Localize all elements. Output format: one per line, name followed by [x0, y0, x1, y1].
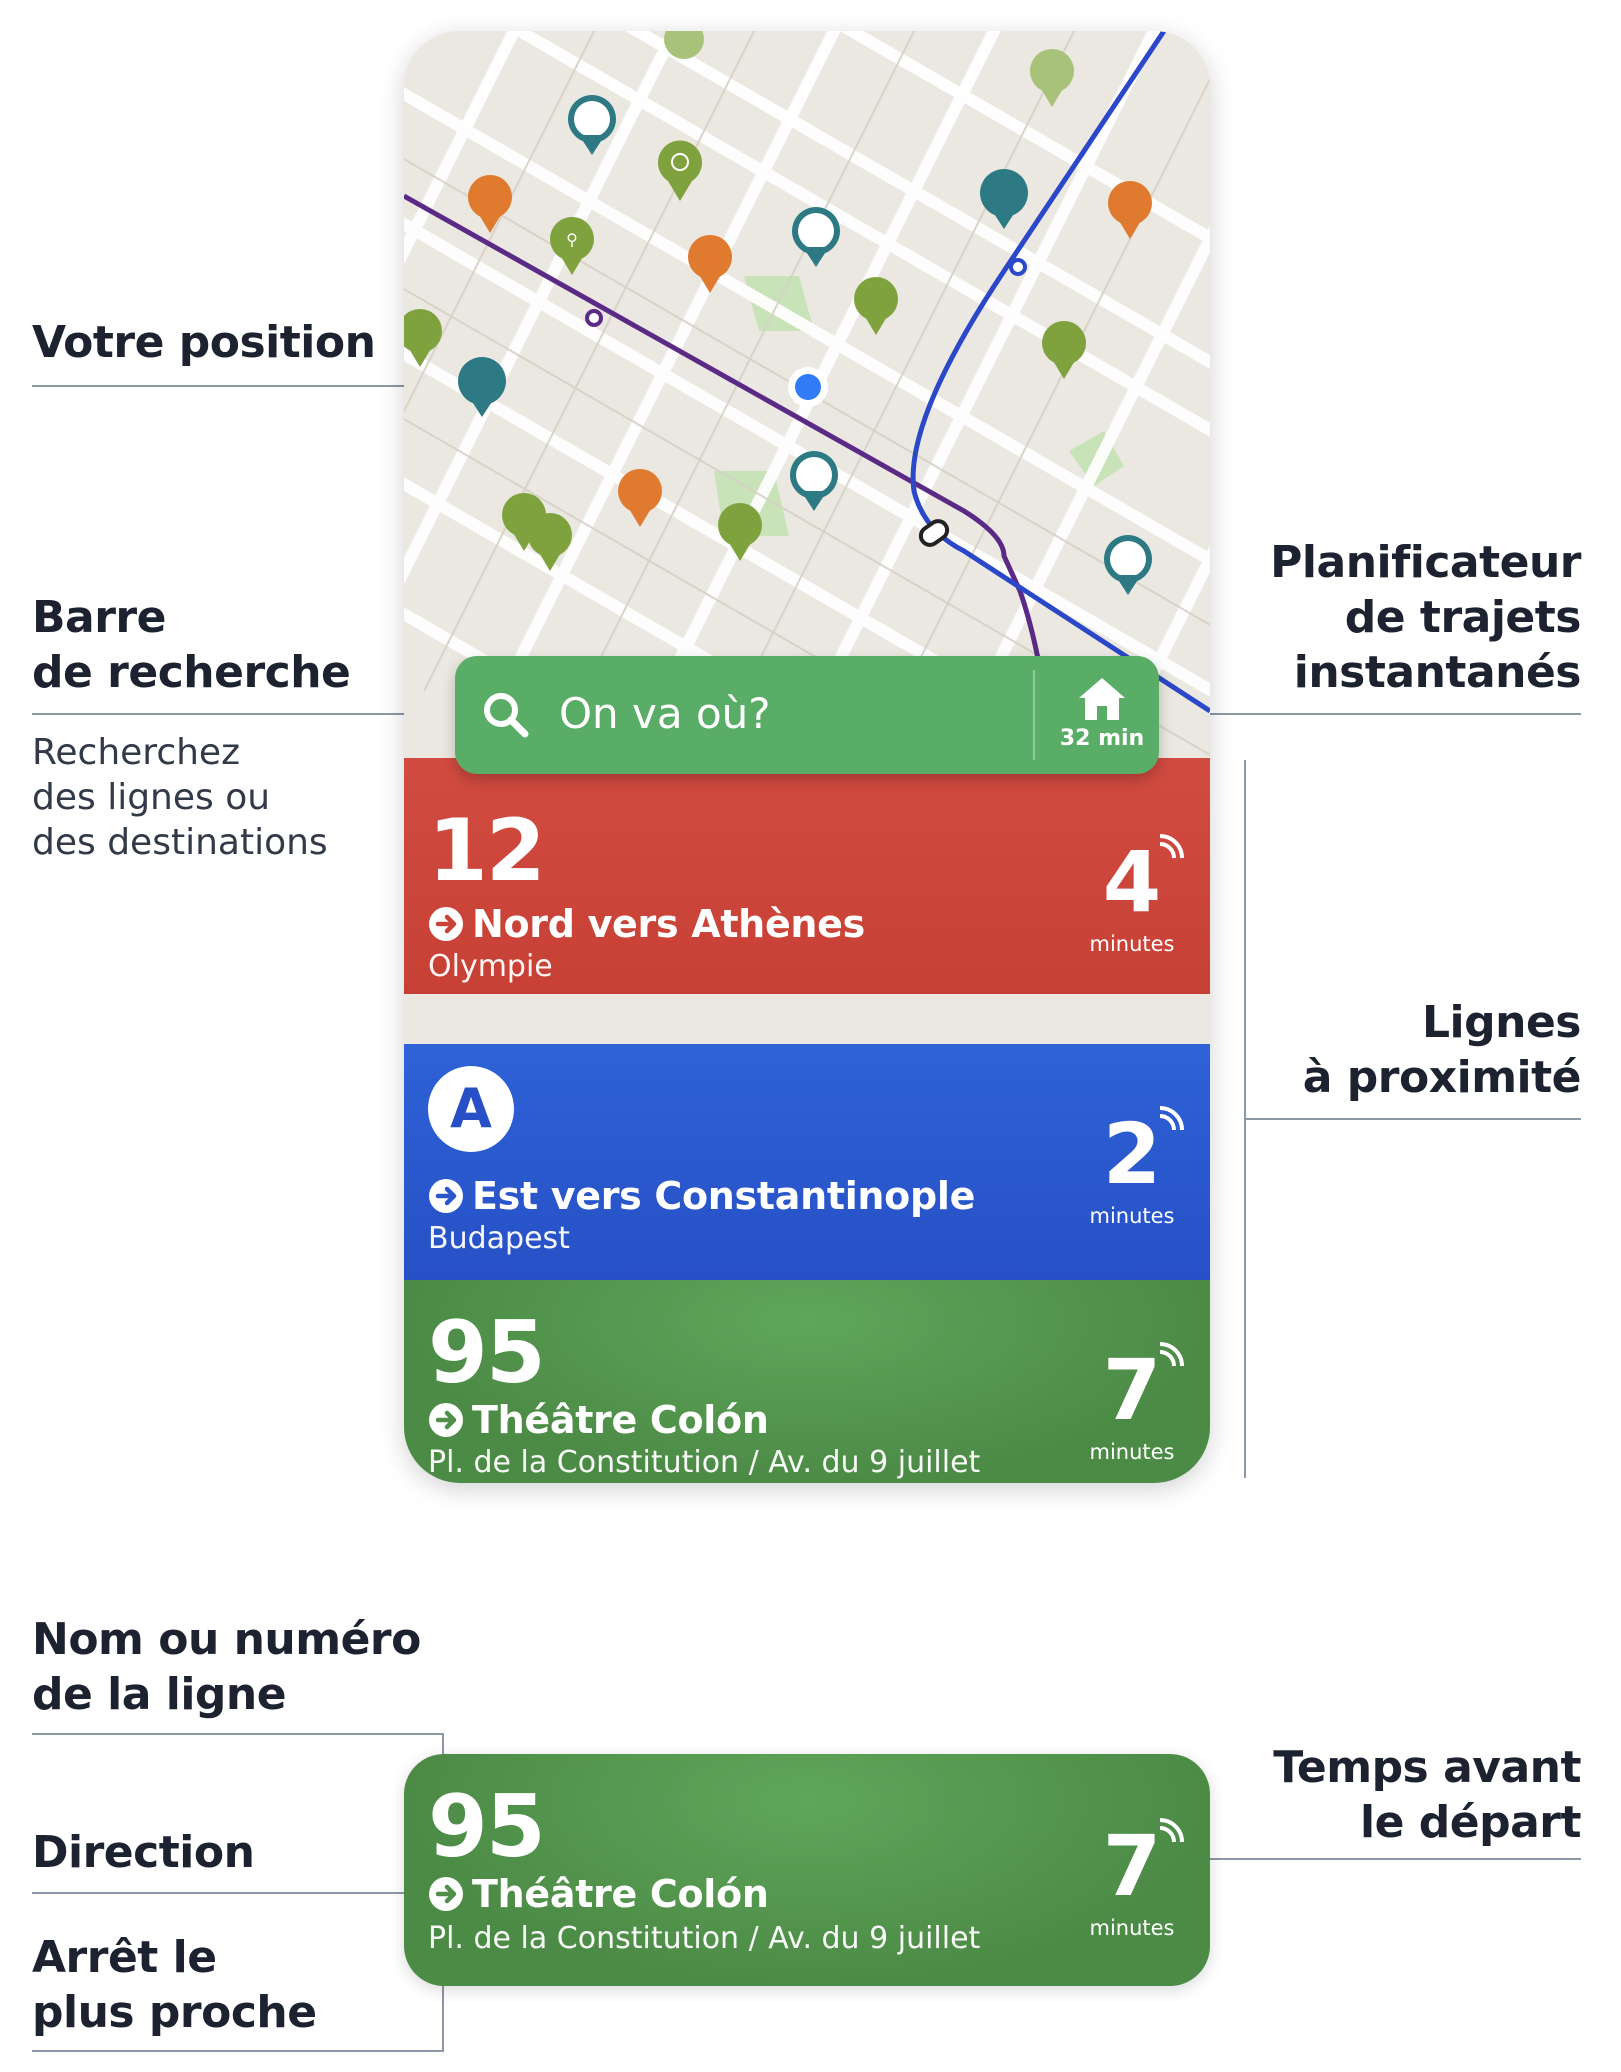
- leader-line-direction: [32, 1892, 422, 1894]
- direction-label: Théâtre Colón: [472, 1872, 769, 1916]
- bike-pin[interactable]: [458, 357, 506, 417]
- user-location-dot: [795, 374, 821, 400]
- label-departure-time: Temps avant le départ: [1273, 1742, 1581, 1848]
- leader-line-departure: [1190, 1858, 1581, 1860]
- realtime-icon: [1159, 834, 1184, 859]
- minutes-label: minutes: [1089, 1916, 1175, 1940]
- home-icon: [1079, 678, 1125, 720]
- scooter-pin[interactable]: [404, 309, 442, 367]
- leader-line-stop-rise: [442, 1960, 444, 2052]
- search-input[interactable]: On va où?: [559, 689, 771, 738]
- label-nearby-lines: Lignes à proximité: [1302, 997, 1582, 1103]
- map-pins: ⚲: [404, 31, 1152, 595]
- search-bar[interactable]: On va où? 32 min: [455, 656, 1159, 774]
- search-divider: [1033, 670, 1035, 760]
- label-search-bar: Barre de recherche: [32, 592, 351, 698]
- scooter-pin[interactable]: ⚲: [550, 217, 594, 275]
- label-trip-planner: Planificateur de trajets instantanés: [1270, 537, 1581, 698]
- nearest-stop: Pl. de la Constitution / Av. du 9 juille…: [428, 1445, 981, 1480]
- departure-minutes: 2: [1102, 1105, 1162, 1203]
- scooter-pin[interactable]: [664, 31, 704, 59]
- nearest-stop: Budapest: [428, 1221, 570, 1256]
- nearest-stop: Olympie: [428, 949, 553, 984]
- direction-label: Est vers Constantinople: [472, 1174, 976, 1218]
- leader-line-search: [32, 713, 472, 715]
- line-number: 12: [428, 801, 546, 901]
- minutes-label: minutes: [1089, 932, 1175, 956]
- label-search-description: Recherchez des lignes ou des destination…: [32, 732, 328, 863]
- metro-station[interactable]: [585, 309, 603, 327]
- realtime-icon: [1159, 1342, 1184, 1367]
- svg-text:⚲: ⚲: [566, 230, 578, 249]
- nearby-line-card[interactable]: 12 Nord vers Athènes Olympie 4 minutes: [404, 758, 1210, 994]
- scooter-pin[interactable]: [718, 503, 762, 561]
- direction-arrow-icon: [429, 1877, 463, 1911]
- line-number: 95: [428, 1303, 546, 1403]
- scooter-pin[interactable]: [854, 277, 898, 335]
- car-pin[interactable]: [468, 175, 512, 233]
- car-pin[interactable]: [688, 235, 732, 293]
- leader-line-nearby: [1244, 1118, 1581, 1120]
- bike-pin[interactable]: [980, 169, 1028, 229]
- scooter-pin[interactable]: [658, 140, 703, 201]
- label-votre-position: Votre position: [32, 317, 376, 368]
- nearest-stop: Pl. de la Constitution / Av. du 9 juille…: [428, 1921, 981, 1956]
- direction-arrow-icon: [429, 907, 463, 941]
- detail-line-card[interactable]: 95 Théâtre Colón Pl. de la Constitution …: [404, 1754, 1210, 1986]
- leader-line-name: [32, 1733, 444, 1735]
- bike-pin[interactable]: [568, 95, 616, 155]
- car-pin[interactable]: [1108, 181, 1152, 239]
- scooter-pin[interactable]: [1030, 49, 1074, 107]
- metro-station[interactable]: [1009, 258, 1027, 276]
- label-line-name: Nom ou numéro de la ligne: [32, 1614, 421, 1720]
- bike-pin[interactable]: [790, 451, 838, 511]
- line-number: 95: [428, 1777, 546, 1877]
- minutes-label: minutes: [1089, 1440, 1175, 1464]
- home-trip-button[interactable]: 32 min: [1045, 656, 1159, 774]
- nearby-line-card[interactable]: A Est vers Constantinople Budapest 2 min…: [404, 1044, 1210, 1280]
- realtime-icon: [1159, 1818, 1184, 1843]
- leader-line-name-drop: [442, 1733, 444, 1767]
- direction-arrow-icon: [429, 1403, 463, 1437]
- leader-line-stop: [32, 2050, 444, 2052]
- scooter-pin[interactable]: [528, 513, 572, 571]
- phone-screen: ⚲: [404, 31, 1210, 1483]
- departure-minutes: 7: [1102, 1341, 1162, 1439]
- bike-pin[interactable]: [1104, 535, 1152, 595]
- scooter-pin[interactable]: [1042, 321, 1086, 379]
- departure-minutes: 4: [1102, 833, 1162, 931]
- direction-label: Théâtre Colón: [472, 1398, 769, 1442]
- search-icon: [484, 693, 529, 738]
- minutes-label: minutes: [1089, 1204, 1175, 1228]
- direction-label: Nord vers Athènes: [472, 902, 865, 946]
- departure-minutes: 7: [1102, 1817, 1162, 1915]
- line-badge: A: [428, 1066, 514, 1152]
- label-nearest-stop: Arrêt le plus proche: [32, 1932, 317, 2038]
- bike-pin[interactable]: [792, 207, 840, 267]
- nearby-line-card[interactable]: 95 Théâtre Colón Pl. de la Constitution …: [404, 1280, 1210, 1483]
- direction-arrow-icon: [429, 1179, 463, 1213]
- realtime-icon: [1159, 1106, 1184, 1131]
- home-trip-time: 32 min: [1059, 726, 1145, 751]
- car-pin[interactable]: [618, 469, 662, 527]
- metro-interchange[interactable]: [917, 518, 950, 549]
- label-direction: Direction: [32, 1827, 255, 1878]
- leader-line-planner: [1148, 713, 1581, 715]
